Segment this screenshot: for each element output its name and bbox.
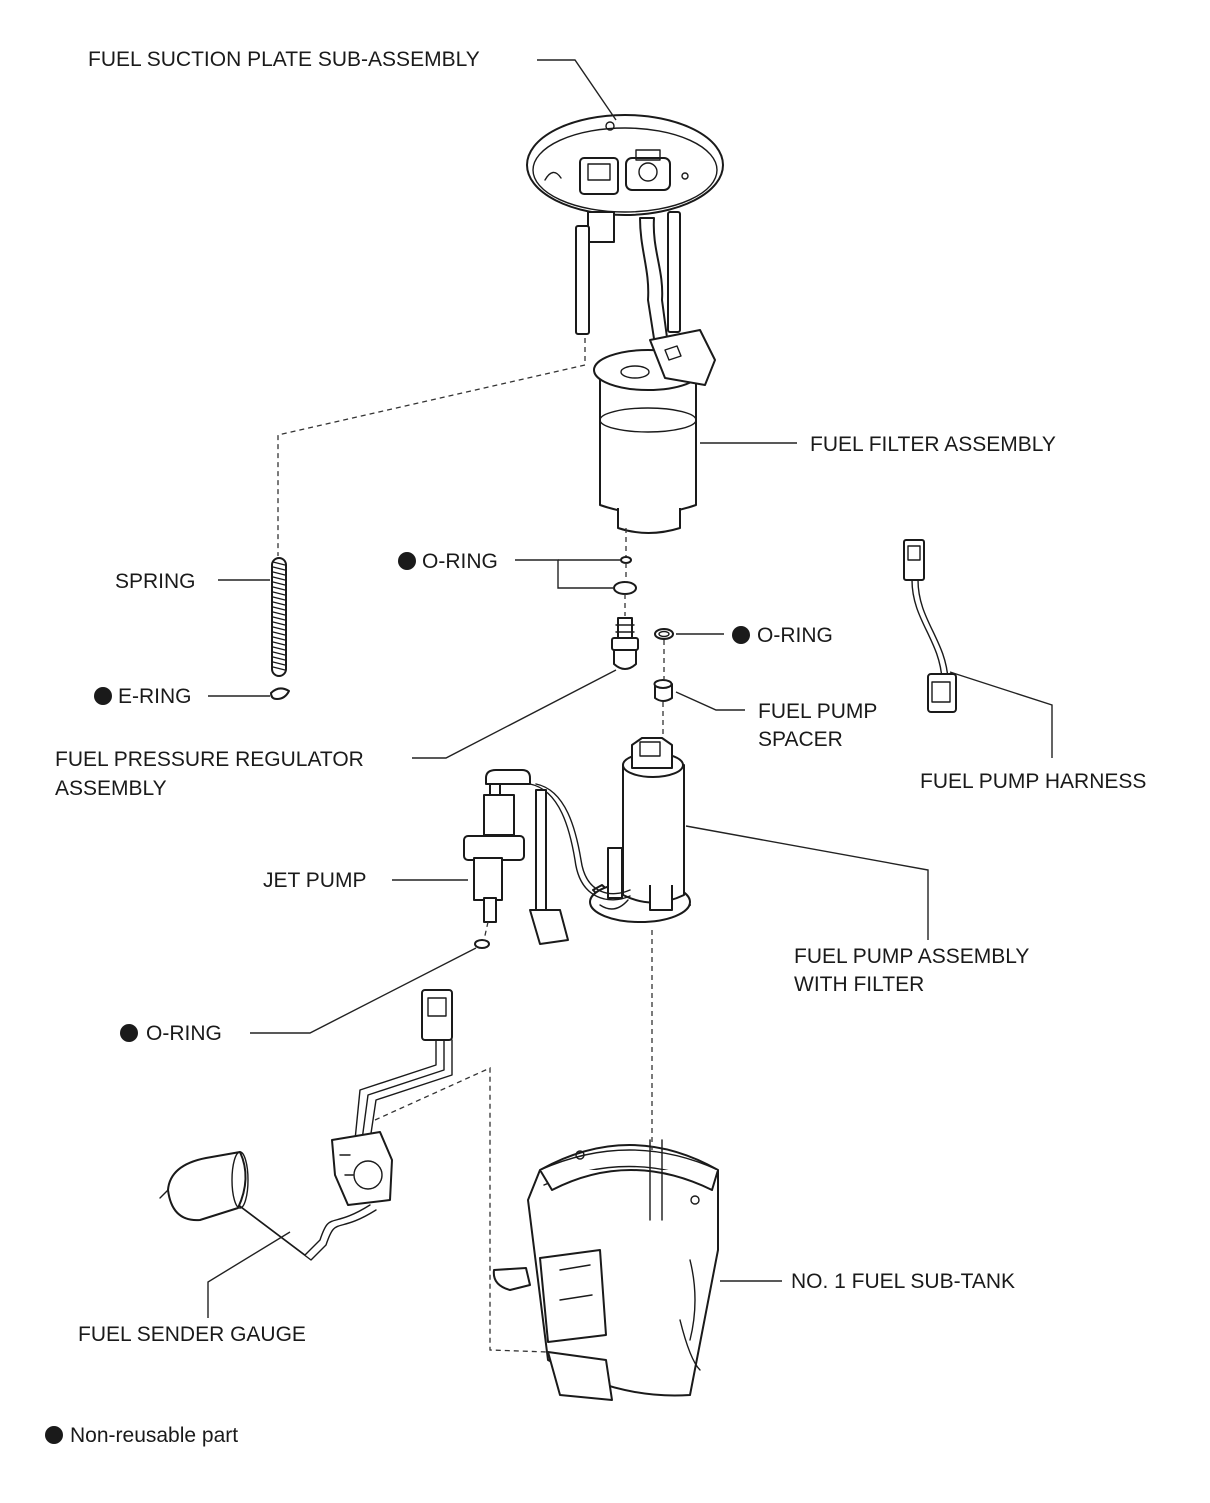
label-fuel-pressure-regulator-line1: FUEL PRESSURE REGULATOR	[55, 748, 364, 771]
legend: Non-reusable part	[45, 1424, 238, 1447]
fuel-pump-harness-drawing	[903, 539, 957, 713]
o-ring-spacer-drawing	[654, 628, 674, 640]
non-reusable-marker-icon	[732, 626, 750, 644]
label-o-ring-filter: O-RING	[422, 550, 498, 573]
o-ring-jet-drawing	[474, 939, 490, 949]
label-fuel-pump-assembly-line2: WITH FILTER	[794, 973, 924, 996]
label-fuel-pump-assembly-line1: FUEL PUMP ASSEMBLY	[794, 945, 1029, 968]
fuel-suction-plate-drawing	[526, 114, 724, 346]
label-jet-pump: JET PUMP	[263, 869, 366, 892]
label-e-ring: E-RING	[118, 685, 192, 708]
label-o-ring-spacer: O-RING	[757, 624, 833, 647]
fuel-sender-gauge-drawing	[159, 989, 453, 1261]
alignment-lines	[277, 338, 665, 1353]
no1-fuel-sub-tank-drawing	[492, 1139, 719, 1401]
non-reusable-marker-icon	[94, 687, 112, 705]
fuel-filter-drawing	[593, 329, 716, 534]
label-fuel-sender-gauge: FUEL SENDER GAUGE	[78, 1323, 306, 1346]
fuel-pump-assembly-drawing	[589, 737, 691, 923]
fuel-pump-spacer-drawing	[653, 679, 673, 702]
non-reusable-marker-icon	[120, 1024, 138, 1042]
label-o-ring-jet: O-RING	[146, 1022, 222, 1045]
legend-text: Non-reusable part	[70, 1424, 238, 1447]
label-fuel-pump-spacer-line2: SPACER	[758, 728, 843, 751]
o-ring-pair-drawing	[613, 556, 637, 595]
label-spring: SPRING	[115, 570, 196, 593]
label-fuel-pump-spacer-line1: FUEL PUMP	[758, 700, 877, 723]
jet-pump-drawing	[463, 769, 631, 945]
non-reusable-marker-icon	[398, 552, 416, 570]
label-fuel-filter: FUEL FILTER ASSEMBLY	[810, 433, 1056, 456]
fuel-pressure-regulator-drawing	[611, 617, 639, 670]
spring-drawing	[271, 557, 287, 677]
e-ring-drawing	[270, 687, 290, 700]
label-fuel-suction-plate: FUEL SUCTION PLATE SUB-ASSEMBLY	[88, 48, 480, 71]
leader-lines	[207, 59, 1053, 1318]
label-no1-fuel-sub-tank: NO. 1 FUEL SUB-TANK	[791, 1270, 1015, 1293]
non-reusable-marker-icon	[45, 1426, 63, 1444]
label-fuel-pressure-regulator-line2: ASSEMBLY	[55, 777, 167, 800]
label-fuel-pump-harness: FUEL PUMP HARNESS	[920, 770, 1146, 793]
